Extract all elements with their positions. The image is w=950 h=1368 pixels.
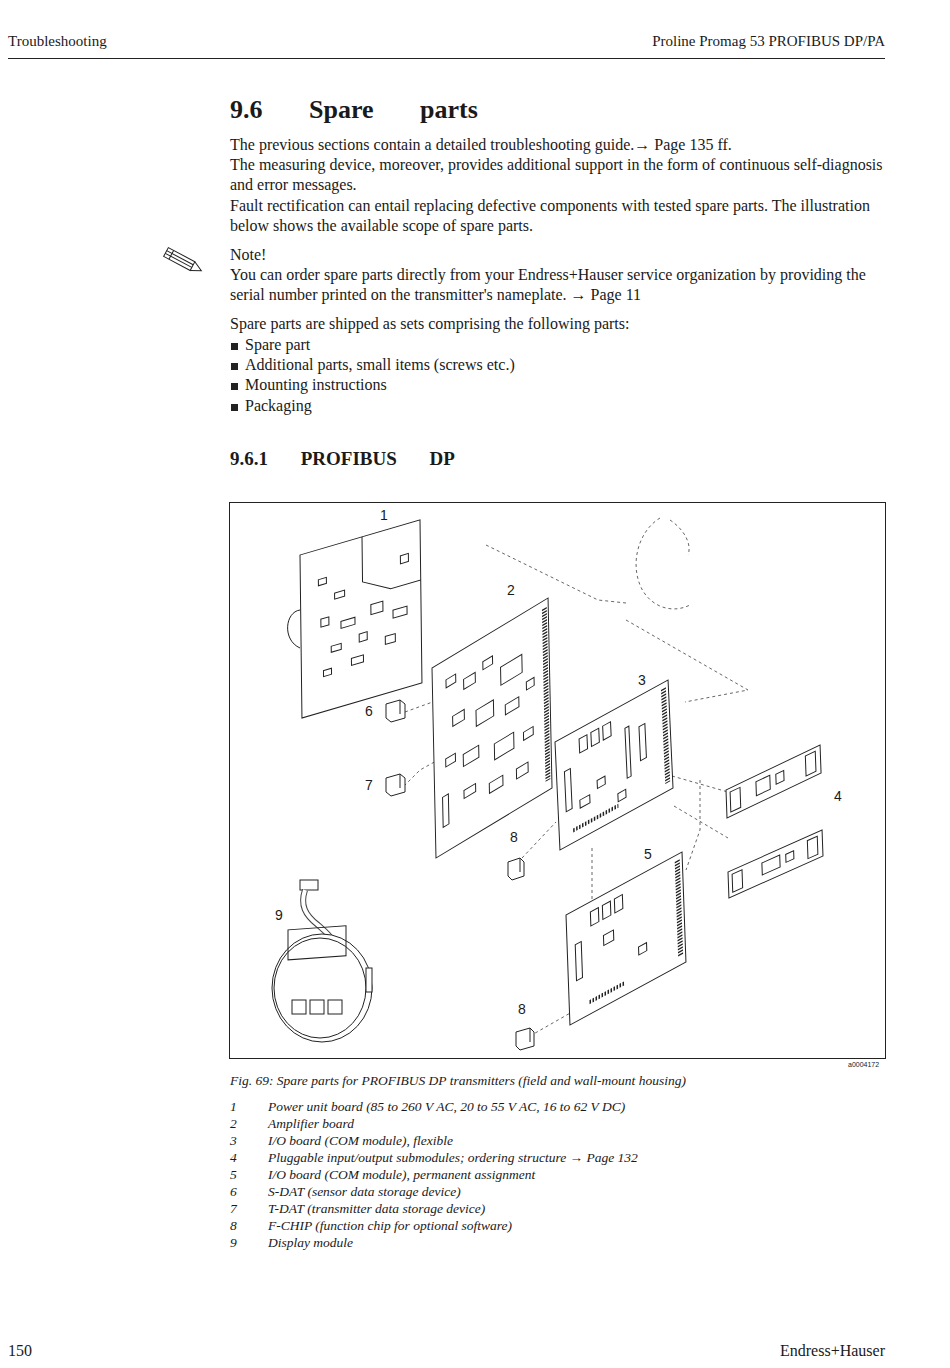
callout-number: 4 <box>833 788 843 805</box>
bullet-item: Packaging <box>245 396 845 416</box>
legend-text: Pluggable input/output submodules; order… <box>268 1149 883 1166</box>
callout-number: 1 <box>379 507 389 524</box>
bullet-item: Spare part <box>245 335 845 355</box>
legend-text: Display module <box>268 1234 883 1251</box>
note-text: You can order spare parts directly from … <box>230 265 890 306</box>
amplifier-board <box>432 598 552 858</box>
body-text: The previous sections contain a detailed… <box>230 135 890 155</box>
note-heading: Note! <box>230 245 530 265</box>
callout-number: 8 <box>509 829 519 846</box>
legend-text: I/O board (COM module), flexible <box>268 1132 883 1149</box>
body-text: The measuring device, moreover, provides… <box>230 155 890 196</box>
callout-number: 9 <box>274 907 284 924</box>
legend-number: 6 <box>230 1183 260 1200</box>
legend-number: 3 <box>230 1132 260 1149</box>
legend-number: 7 <box>230 1200 260 1217</box>
io-board-flexible <box>555 680 673 850</box>
header-rule <box>8 58 885 59</box>
data-chips <box>386 700 534 1050</box>
page-title: 9.6 Spare parts <box>230 95 880 125</box>
legend-text: S-DAT (sensor data storage device) <box>268 1183 883 1200</box>
legend-text: T-DAT (transmitter data storage device) <box>268 1200 883 1217</box>
bullet-item: Additional parts, small items (screws et… <box>245 355 845 375</box>
bullet-marks <box>231 343 238 411</box>
legend-text: Power unit board (85 to 260 V AC, 20 to … <box>268 1098 883 1115</box>
legend-number: 1 <box>230 1098 260 1115</box>
footer-brand: Endress+Hauser <box>585 1341 885 1360</box>
submodule-board <box>726 745 821 818</box>
assembly-lines <box>404 518 748 1036</box>
callout-number: 7 <box>364 777 374 794</box>
page-number: 150 <box>8 1341 108 1360</box>
legend-number: 2 <box>230 1115 260 1132</box>
callout-number: 8 <box>517 1001 527 1018</box>
callout-number: 6 <box>364 703 374 720</box>
body-text: Fault rectification can entail replacing… <box>230 196 890 237</box>
legend-text: F-CHIP (function chip for optional softw… <box>268 1217 883 1234</box>
figure-frame <box>230 503 886 1059</box>
legend-text: I/O board (COM module), permanent assign… <box>268 1166 883 1183</box>
body-text: Spare parts are shipped as sets comprisi… <box>230 314 890 334</box>
power-unit-board <box>300 520 422 718</box>
running-header: Proline Promag 53 PROFIBUS DP/PA <box>480 32 885 50</box>
figure-id: a0004172 <box>848 1061 879 1069</box>
running-header: Troubleshooting <box>8 32 308 50</box>
legend-text: Amplifier board <box>268 1115 883 1132</box>
io-board-permanent <box>566 852 686 1025</box>
legend-number: 9 <box>230 1234 260 1251</box>
callout-number: 3 <box>637 672 647 689</box>
power-unit-cylinder <box>288 610 300 648</box>
submodule-board <box>728 830 823 898</box>
section-heading: 9.6.1 PROFIBUS DP <box>230 448 830 470</box>
note-icon <box>164 248 204 276</box>
legend-number: 4 <box>230 1149 260 1166</box>
legend-number: 8 <box>230 1217 260 1234</box>
legend-number: 5 <box>230 1166 260 1183</box>
display-module <box>272 880 372 1042</box>
callout-number: 5 <box>643 846 653 863</box>
bullet-item: Mounting instructions <box>245 375 845 395</box>
callout-number: 2 <box>506 582 516 599</box>
figure-caption: Fig. 69: Spare parts for PROFIBUS DP tra… <box>230 1072 885 1089</box>
